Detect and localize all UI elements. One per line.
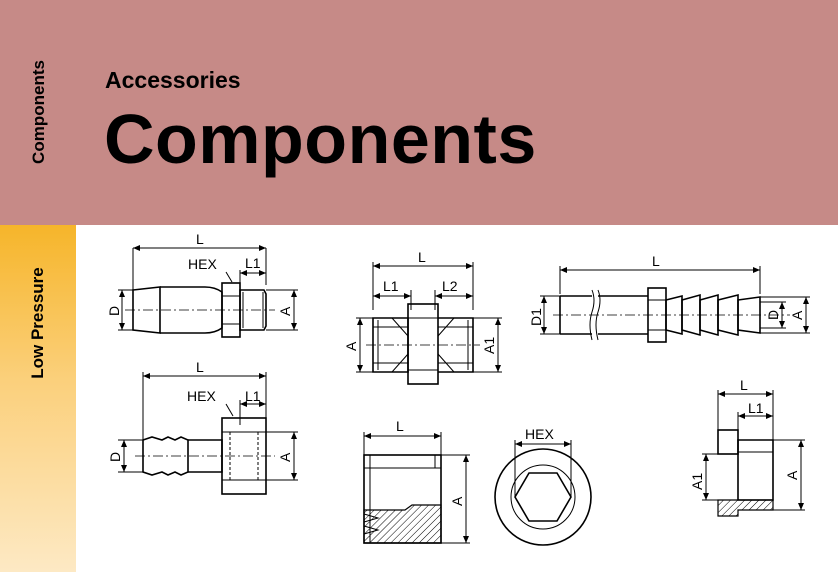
section-kicker: Accessories [105, 67, 241, 93]
dim-label-d: D [765, 310, 781, 320]
dim-label-l: L [196, 231, 204, 247]
side-tab-low-pressure: Low Pressure [0, 225, 76, 572]
dim-label-a: A [449, 496, 465, 506]
dim-label-l: L [396, 418, 404, 434]
dim-label-a: A [277, 306, 293, 316]
drawing-reducing-nipple: L L1 L2 A A1 [343, 249, 502, 385]
drawing-long-hose-tail: L D1 D A [528, 253, 810, 343]
header-band [0, 0, 838, 225]
dim-label-a1: A1 [481, 337, 497, 354]
dim-label-l: L [418, 249, 426, 265]
dim-label-l1: L1 [748, 400, 764, 416]
dim-label-hex: HEX [525, 426, 554, 442]
dim-label-a: A [784, 470, 800, 480]
dim-label-hex: HEX [187, 388, 216, 404]
drawing-hose-tail-female: L HEX L1 D A [107, 359, 298, 495]
dim-label-a: A [277, 452, 293, 462]
dim-label-a: A [789, 310, 805, 320]
dim-label-a1: A1 [689, 473, 705, 490]
dim-label-l2: L2 [442, 278, 458, 294]
drawing-hose-tail-male: L HEX L1 D A [106, 231, 298, 338]
dim-label-d1: D1 [528, 308, 544, 326]
dim-label-a: A [343, 341, 359, 351]
dim-label-d: D [107, 452, 123, 462]
dim-label-d: D [106, 306, 122, 316]
dim-label-hex: HEX [188, 256, 217, 272]
dim-label-l: L [740, 377, 748, 393]
dim-label-l1: L1 [245, 255, 261, 271]
dim-label-l: L [196, 359, 204, 375]
page-title: Components [104, 100, 537, 178]
dim-label-l: L [652, 253, 660, 269]
drawing-plug: L A HEX [363, 418, 592, 546]
drawing-reducing-bush: L L1 A1 A [689, 377, 805, 517]
dim-label-l1: L1 [383, 278, 399, 294]
dim-label-l1: L1 [245, 388, 261, 404]
